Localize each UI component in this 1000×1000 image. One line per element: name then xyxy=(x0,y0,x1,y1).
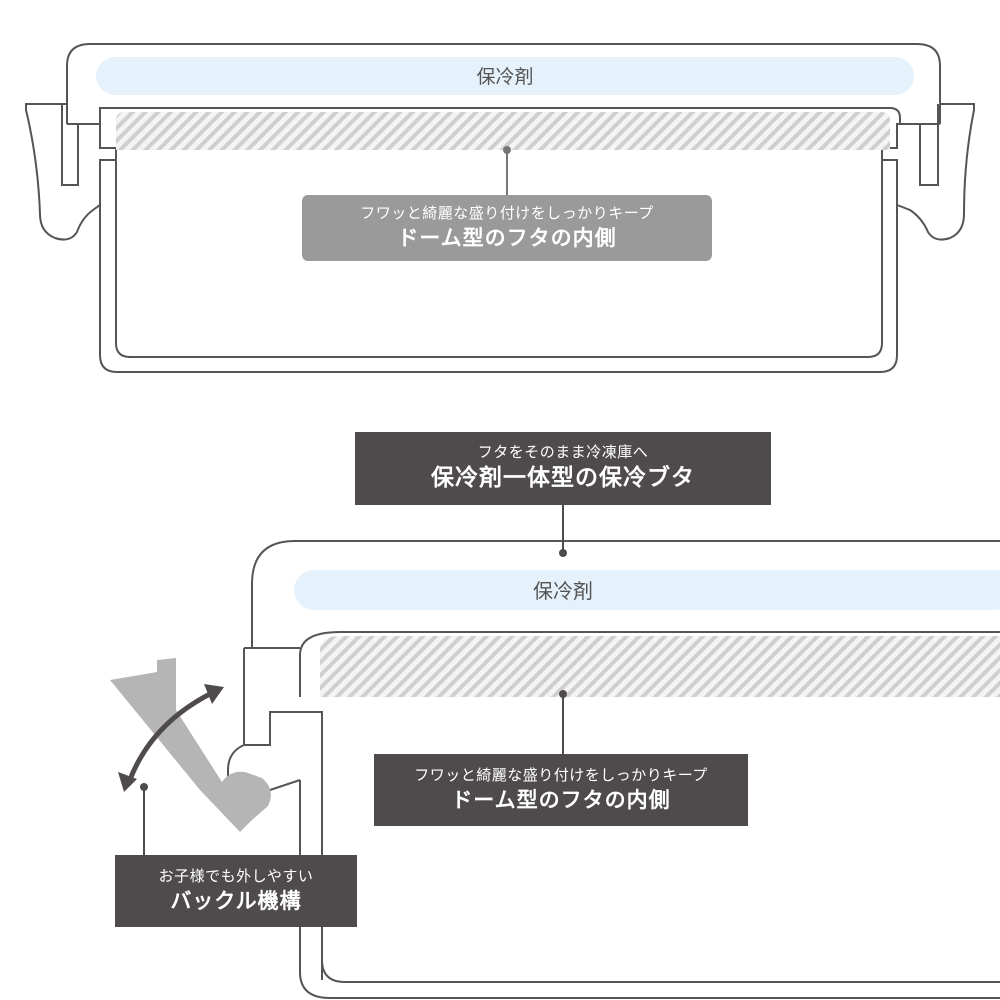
bottom-container-inner xyxy=(321,959,1000,983)
bottom-lid-inner-rim xyxy=(299,631,1000,697)
top-ice-pack xyxy=(96,57,914,95)
top-right-buckle xyxy=(881,103,975,241)
rotation-arc xyxy=(125,687,220,786)
top-container-diagram xyxy=(25,43,975,373)
bottom-ice-pack xyxy=(294,570,1000,610)
bottom-container-body xyxy=(299,780,1000,999)
bottom-ice-pack-label: 保冷剤 xyxy=(533,579,593,603)
bottom-dome-leader-dot xyxy=(559,690,567,698)
top-ice-pack-label: 保冷剤 xyxy=(476,66,533,88)
buckle-label: お子様でも外しやすい バックル機構 xyxy=(115,855,357,927)
bottom-dome-hatch xyxy=(320,636,1000,697)
top-lid-inner-rim xyxy=(67,107,940,125)
bottom-lid-step xyxy=(243,647,323,980)
bottom-container-diagram xyxy=(227,540,1000,999)
bottom-lid-label: フタをそのまま冷凍庫へ 保冷剤一体型の保冷ブタ xyxy=(355,432,771,505)
top-dome-label: フワッと綺麗な盛り付けをしっかりキープ ドーム型のフタの内側 xyxy=(302,195,712,261)
top-lid-outline xyxy=(66,43,941,124)
bottom-dome-label: フワッと綺麗な盛り付けをしっかりキープ ドーム型のフタの内側 xyxy=(374,754,748,826)
bottom-lid-outline xyxy=(251,540,1000,648)
bottom-buckle-lever xyxy=(110,658,271,832)
rotation-arrowhead-up xyxy=(204,684,224,704)
top-dome-label-main: ドーム型のフタの内側 xyxy=(397,226,617,251)
buckle-leader-dot xyxy=(140,783,148,791)
bottom-dome-label-main: ドーム型のフタの内側 xyxy=(451,788,671,813)
top-container-inner xyxy=(115,160,883,358)
bottom-lid-leader-dot xyxy=(559,549,567,557)
buckle-label-sub: お子様でも外しやすい xyxy=(158,866,314,885)
bottom-dome-label-sub: フワッと綺麗な盛り付けをしっかりキープ xyxy=(414,765,708,784)
top-container-body xyxy=(99,205,898,373)
top-left-buckle xyxy=(25,103,117,241)
buckle-label-main: バックル機構 xyxy=(170,889,302,914)
bottom-lid-label-sub: フタをそのまま冷凍庫へ xyxy=(477,442,649,461)
top-dome-leader-dot xyxy=(503,146,511,154)
bottom-lid-label-main: 保冷剤一体型の保冷ブタ xyxy=(431,465,695,492)
rotation-arrowhead-down xyxy=(118,772,137,792)
top-dome-hatch xyxy=(116,112,890,150)
top-dome-label-sub: フワッと綺麗な盛り付けをしっかりキープ xyxy=(360,203,654,222)
